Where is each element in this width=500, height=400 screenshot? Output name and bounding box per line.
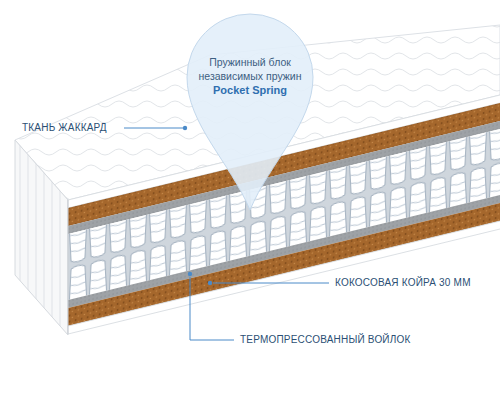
spring-type-text: Pocket Spring — [191, 83, 309, 97]
spring-block-text: Пружинный блок независимых пружин — [191, 56, 309, 83]
part-label: ТЕРМОПРЕССОВАННЫЙ ВОЙЛОК — [240, 334, 411, 345]
part-label: ТКАНЬ ЖАККАРД — [22, 122, 107, 133]
part-label: КОКОСОВАЯ КОЙРА 30 ММ — [335, 277, 471, 288]
bubble-text: Пружинный блок независимых пружинPocket … — [191, 56, 309, 98]
callout-bubble: Пружинный блок независимых пружинPocket … — [185, 12, 315, 210]
bubble-shape — [185, 12, 315, 210]
